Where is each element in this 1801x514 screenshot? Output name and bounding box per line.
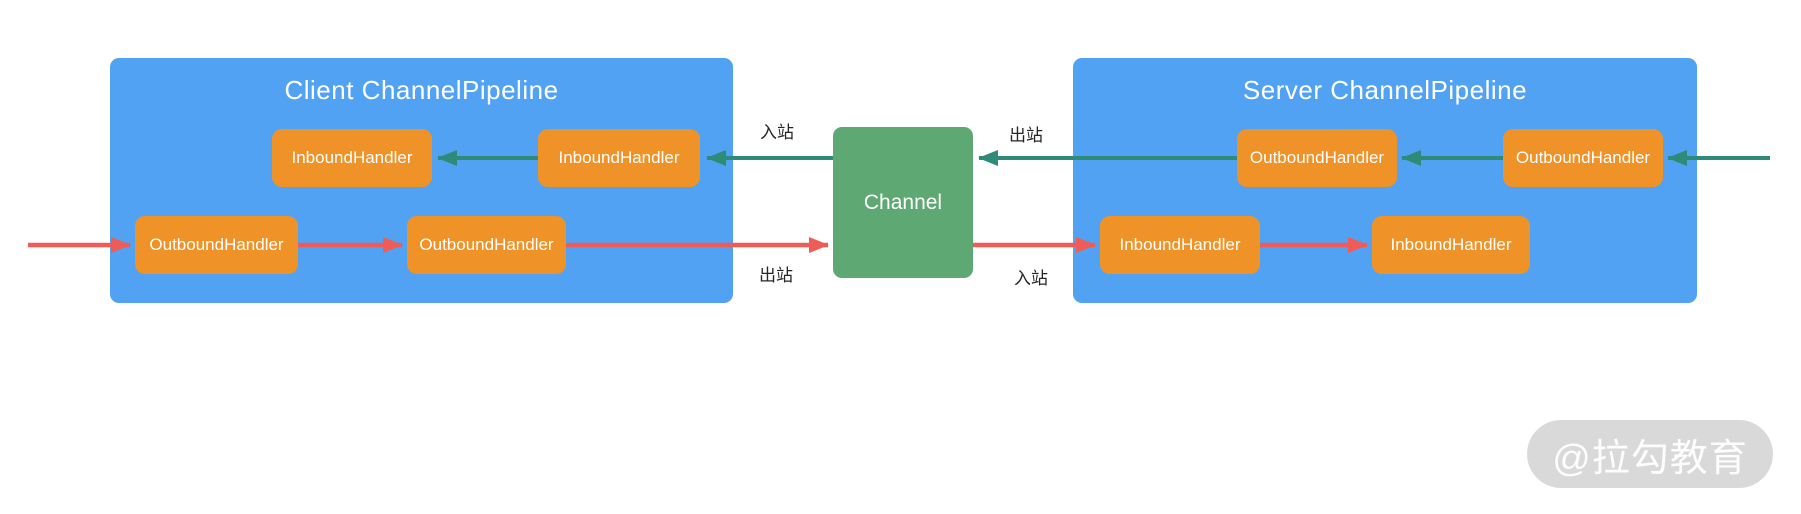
client-inbound-handler-2: InboundHandler xyxy=(538,129,700,187)
watermark-badge: @拉勾教育 xyxy=(1527,420,1773,488)
client-pipeline-title: Client ChannelPipeline xyxy=(284,75,559,105)
flow-label-server-outbound: 出站 xyxy=(1009,126,1043,145)
server-pipeline-title: Server ChannelPipeline xyxy=(1242,75,1528,105)
channel-label: Channel xyxy=(863,190,943,214)
server-inbound-handler-2: InboundHandler xyxy=(1372,216,1530,274)
client-inbound-handler-1: InboundHandler xyxy=(272,129,432,187)
server-outbound-handler-1: OutboundHandler xyxy=(1237,129,1397,187)
flow-label-client-inbound: 入站 xyxy=(760,123,794,142)
client-outbound-handler-2: OutboundHandler xyxy=(407,216,566,274)
flow-label-client-outbound: 出站 xyxy=(759,266,793,285)
server-inbound-handler-1: InboundHandler xyxy=(1100,216,1260,274)
flow-label-server-inbound: 入站 xyxy=(1014,269,1048,288)
client-outbound-handler-1: OutboundHandler xyxy=(135,216,298,274)
server-outbound-handler-2: OutboundHandler xyxy=(1503,129,1663,187)
channel-box: Channel xyxy=(833,127,973,278)
